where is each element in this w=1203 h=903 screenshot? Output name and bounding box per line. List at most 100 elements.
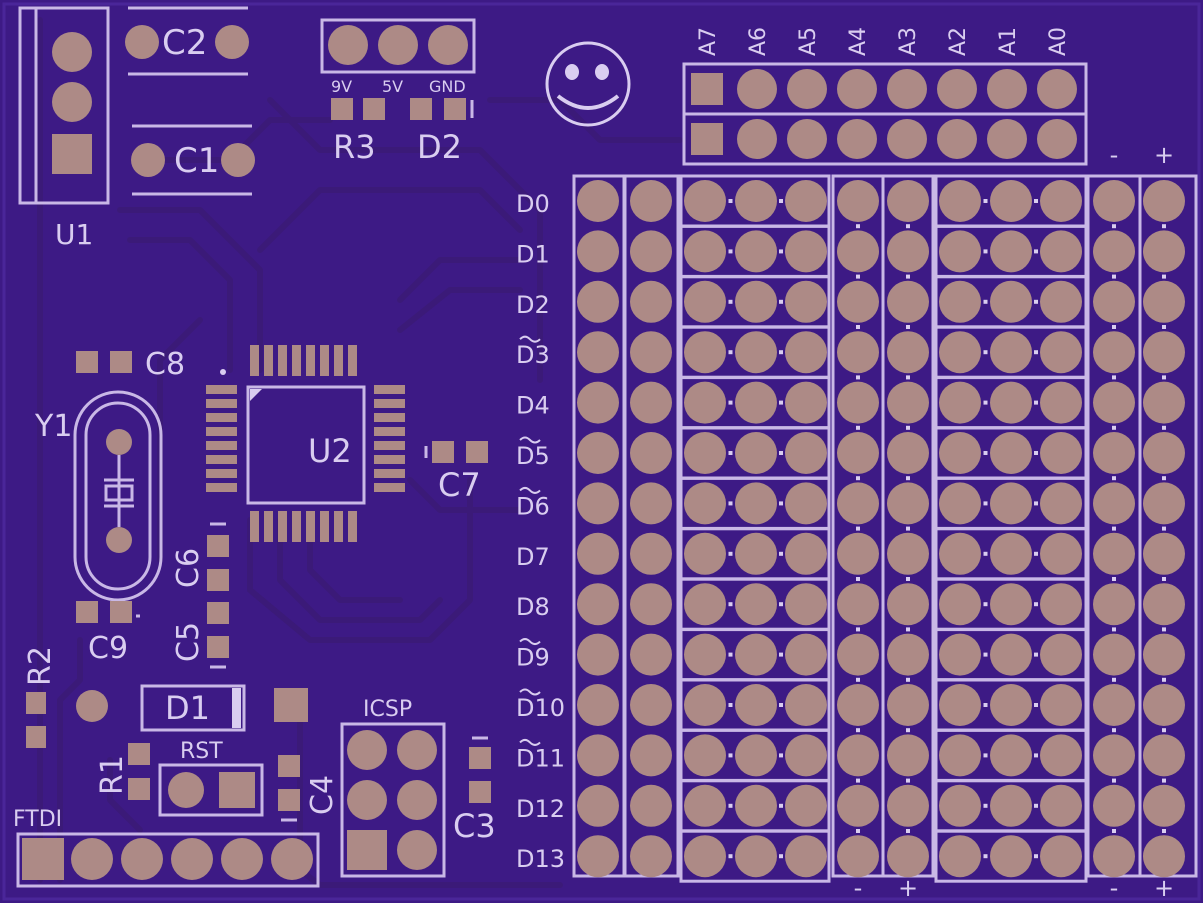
rail-link [906, 829, 910, 833]
proto-pad [939, 180, 981, 222]
proto-pad [1093, 633, 1135, 676]
analog-pad [1037, 119, 1077, 159]
proto-pad [577, 180, 619, 222]
analog-label: A6 [746, 27, 771, 56]
proto-pad [887, 583, 929, 626]
proto-pad [577, 381, 619, 424]
pwm-tilde [519, 335, 541, 343]
rail-link [1162, 829, 1166, 833]
analog-pad-square [691, 73, 723, 105]
proto-pad [990, 684, 1032, 726]
proto-pad [1143, 482, 1185, 525]
analog-pad [787, 119, 827, 159]
proto-pad [785, 532, 827, 575]
proto-pad [837, 684, 879, 726]
proto-link [1034, 703, 1038, 707]
proto-pad [990, 633, 1032, 676]
proto-link [728, 652, 733, 657]
proto-link [779, 551, 783, 556]
c5-capacitor: C5 [171, 602, 229, 669]
rail-label: + [1154, 141, 1174, 169]
proto-link [728, 703, 733, 707]
analog-pad [737, 69, 777, 109]
proto-pad [735, 180, 777, 222]
rail-label: - [1110, 141, 1119, 169]
proto-pad [735, 633, 777, 676]
proto-link [779, 602, 783, 607]
proto-pad [1093, 835, 1135, 878]
proto-pad [630, 381, 672, 424]
c3-label: C3 [453, 807, 496, 845]
proto-pad [1093, 734, 1135, 777]
proto-pad [785, 583, 827, 626]
digital-label: D6 [516, 492, 550, 520]
proto-pad [939, 835, 981, 878]
rail-link [1112, 728, 1116, 733]
proto-pad [630, 734, 672, 777]
rail-link [856, 728, 860, 733]
rail-link [856, 829, 860, 833]
rail-link [906, 325, 910, 329]
u2-pin [292, 511, 301, 542]
proto-pad [990, 784, 1032, 827]
proto-link [983, 602, 988, 607]
proto-link [728, 451, 733, 455]
proto-pad [684, 532, 726, 575]
proto-pad [577, 482, 619, 525]
c8-capacitor: C8 [76, 347, 185, 382]
digital-label: D4 [516, 392, 550, 420]
rail-link [906, 526, 910, 531]
r2-resistor: R2 [23, 646, 58, 748]
analog-pad [887, 119, 927, 159]
proto-pad [1040, 784, 1082, 827]
proto-pad [577, 835, 619, 878]
proto-link [1034, 803, 1038, 808]
u2-microcontroller: U2 [206, 345, 405, 542]
rail-link [906, 778, 910, 783]
proto-link [1034, 451, 1038, 455]
proto-link [983, 703, 988, 707]
proto-pad [990, 180, 1032, 222]
u2-pin [206, 483, 237, 492]
proto-pad [684, 180, 726, 222]
analog-label: A3 [896, 27, 921, 56]
reset-button[interactable]: RST [158, 739, 264, 817]
analog-pad [987, 119, 1027, 159]
proto-pad [1143, 180, 1185, 222]
proto-link [983, 501, 988, 506]
proto-link [779, 350, 783, 355]
power-label-5v: 5V [382, 77, 403, 96]
rail-link [1162, 274, 1166, 279]
proto-link [983, 249, 988, 254]
rail-link [1162, 677, 1166, 682]
proto-link [779, 753, 783, 758]
proto-pad [1093, 432, 1135, 474]
proto-link [779, 199, 783, 203]
proto-link [1034, 652, 1038, 657]
proto-link [779, 400, 783, 405]
proto-pad [939, 432, 981, 474]
proto-pad [785, 180, 827, 222]
rail-link [1112, 325, 1116, 329]
proto-pad [630, 684, 672, 726]
analog-pad [887, 69, 927, 109]
proto-link [1034, 350, 1038, 355]
power-label-gnd: GND [429, 77, 466, 96]
u1-label: U1 [55, 218, 93, 251]
u2-pin [206, 413, 237, 422]
proto-pad [1040, 734, 1082, 777]
digital-label: D8 [516, 593, 550, 621]
proto-pad [939, 381, 981, 424]
u2-label: U2 [308, 432, 352, 470]
proto-pad [1093, 583, 1135, 626]
u2-pin [348, 345, 357, 376]
u2-pin [374, 427, 405, 436]
proto-pad [735, 684, 777, 726]
proto-pad [1143, 280, 1185, 323]
proto-pad [630, 532, 672, 575]
proto-pad [577, 784, 619, 827]
c1-capacitor: C1 [131, 124, 255, 196]
analog-pad [737, 119, 777, 159]
rail-link [1162, 325, 1166, 329]
